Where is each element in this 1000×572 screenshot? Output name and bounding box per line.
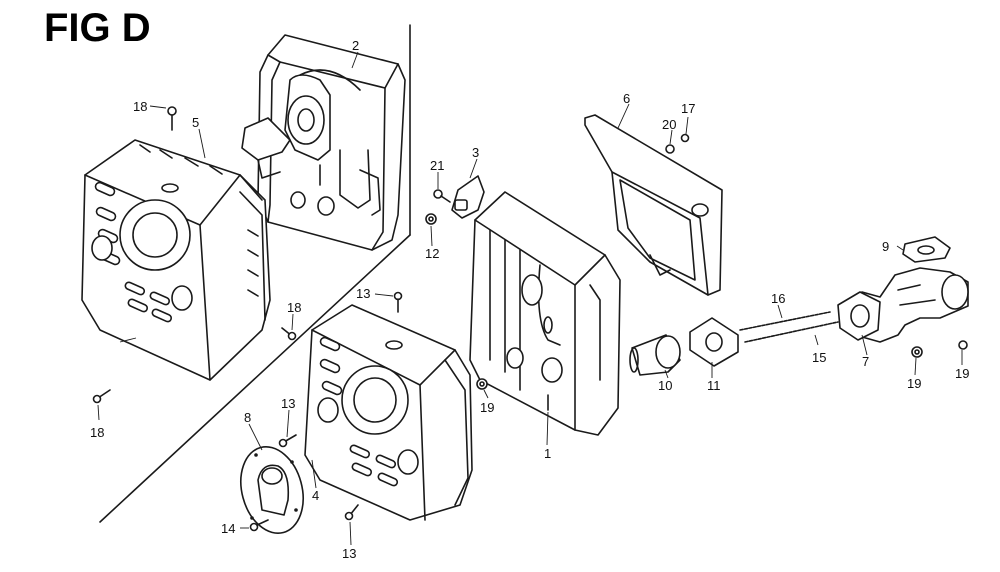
fasteners bbox=[92, 106, 968, 532]
callout-17: 17 bbox=[681, 101, 695, 116]
callout-15: 15 bbox=[812, 350, 826, 365]
callout-18-mid: 18 bbox=[287, 300, 301, 315]
callout-labels: 2 5 18 18 18 13 13 13 14 8 4 3 21 12 19 … bbox=[90, 38, 969, 561]
figure-title: FIG D bbox=[44, 6, 151, 50]
callout-3: 3 bbox=[472, 145, 479, 160]
callout-12: 12 bbox=[425, 246, 439, 261]
part-5-muffler-protector-left bbox=[81, 139, 271, 381]
callout-10: 10 bbox=[658, 378, 672, 393]
callout-13-bottom: 13 bbox=[342, 546, 356, 561]
callout-11: 11 bbox=[707, 378, 721, 393]
callout-7: 7 bbox=[862, 354, 869, 369]
part-3-clamp bbox=[451, 175, 485, 219]
callout-20: 20 bbox=[662, 117, 676, 132]
callout-9: 9 bbox=[882, 239, 889, 254]
callout-18-top: 18 bbox=[133, 99, 147, 114]
part-7-exhaust-pipe bbox=[837, 267, 969, 343]
part-1-muffler-body bbox=[469, 191, 621, 436]
callout-2: 2 bbox=[352, 38, 359, 53]
callout-19-right: 19 bbox=[955, 366, 969, 381]
callout-19-left: 19 bbox=[480, 400, 494, 415]
leader-lines bbox=[97, 51, 963, 546]
part-10-spark-arrester bbox=[629, 334, 681, 376]
callout-13-top: 13 bbox=[356, 286, 370, 301]
callout-1: 1 bbox=[544, 446, 551, 461]
callout-4: 4 bbox=[312, 488, 319, 503]
callout-21: 21 bbox=[430, 158, 444, 173]
callout-18-bottom: 18 bbox=[90, 425, 104, 440]
part-8-muffler-cap bbox=[240, 445, 304, 535]
callout-8: 8 bbox=[244, 410, 251, 425]
part-11-gasket bbox=[689, 317, 739, 367]
callout-5: 5 bbox=[192, 115, 199, 130]
callout-16: 16 bbox=[771, 291, 785, 306]
callout-6: 6 bbox=[623, 91, 630, 106]
part-2-muffler-cover-upper bbox=[241, 34, 406, 251]
part-6-bracket-plate bbox=[584, 114, 723, 296]
callout-14: 14 bbox=[221, 521, 235, 536]
callout-19-mid: 19 bbox=[907, 376, 921, 391]
divider-lines bbox=[99, 24, 411, 523]
studs-15-16 bbox=[739, 311, 839, 343]
part-9-gasket bbox=[902, 236, 951, 263]
part-4-muffler-protector-lower bbox=[304, 304, 473, 521]
callout-13-mid: 13 bbox=[281, 396, 295, 411]
